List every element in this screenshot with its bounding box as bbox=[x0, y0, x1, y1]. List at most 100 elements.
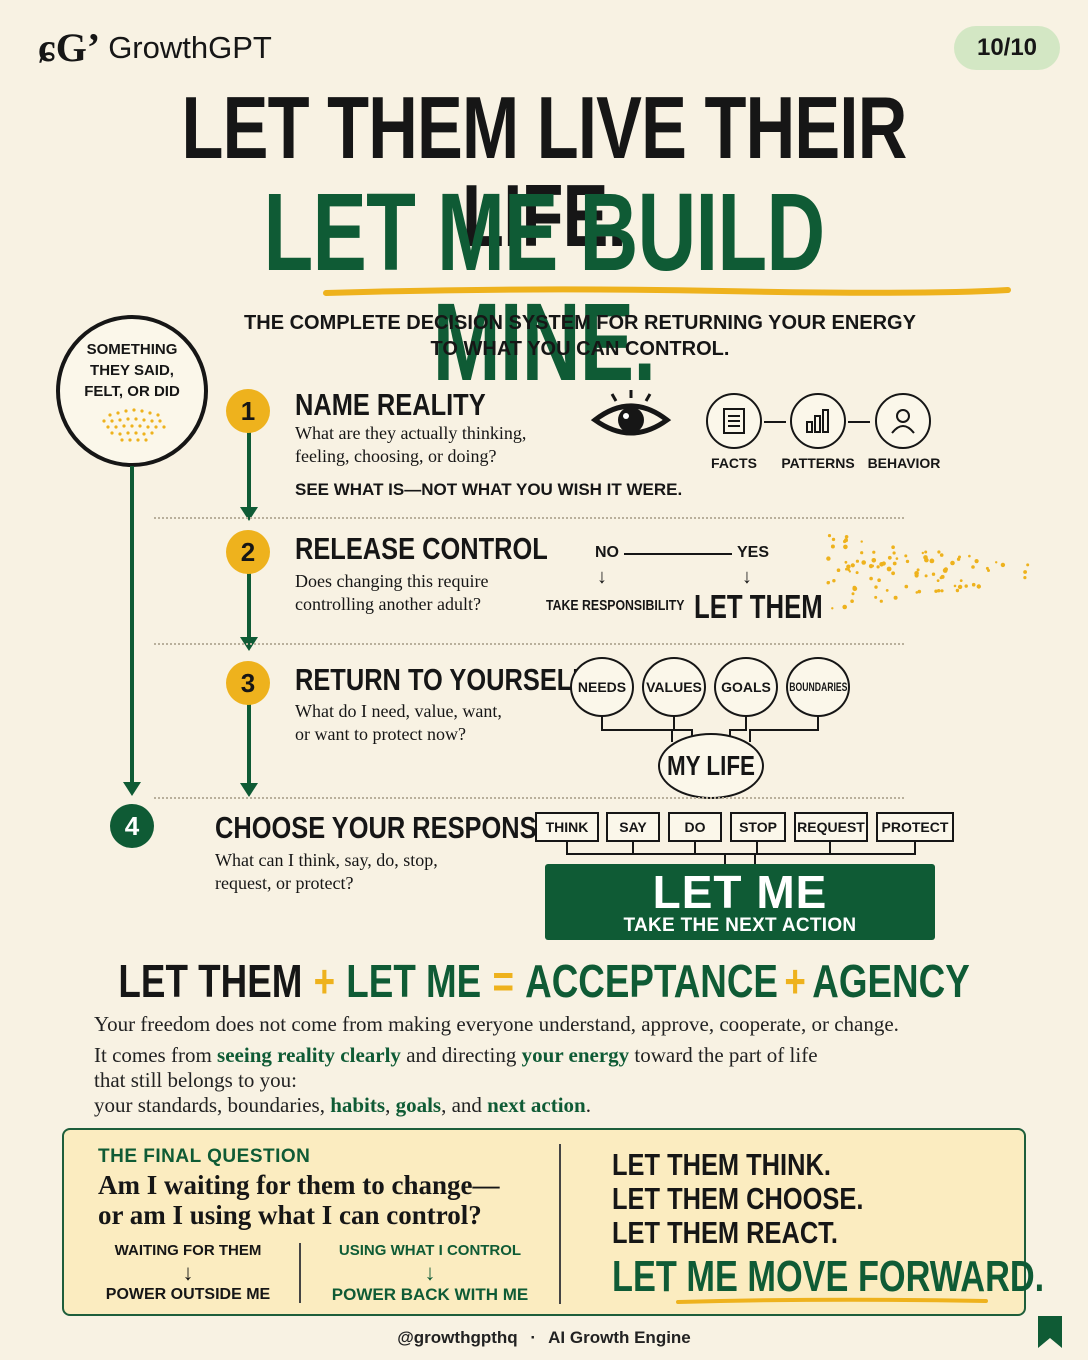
step-3-description: What do I need, value, want, or want to … bbox=[295, 700, 502, 746]
scatter-dot bbox=[847, 568, 850, 571]
my-life-bubble: MY LIFE bbox=[658, 733, 764, 799]
scatter-dot bbox=[936, 579, 940, 582]
scatter-dot bbox=[871, 558, 877, 563]
brand-logo[interactable]: ɕGʼ GrowthGPT bbox=[38, 28, 272, 68]
needs-bubble: NEEDS bbox=[570, 657, 634, 717]
final-question-label: THE FINAL QUESTION bbox=[98, 1146, 311, 1167]
step-2-heading: RELEASE CONTROL bbox=[295, 531, 548, 566]
scatter-dot bbox=[959, 579, 963, 582]
step-3-desc-line-1: What do I need, value, want, bbox=[295, 701, 502, 721]
step-3-connector-arrowhead bbox=[240, 783, 258, 797]
scatter-dot bbox=[832, 579, 836, 583]
scatter-dot bbox=[892, 561, 897, 566]
reality-paragraph: It comes from seeing reality clearly and… bbox=[94, 1043, 1054, 1118]
waiting-arrow-icon: ↓ bbox=[182, 1260, 194, 1285]
scatter-dot bbox=[985, 566, 989, 570]
scatter-dot bbox=[939, 576, 943, 580]
scatter-dot bbox=[995, 561, 998, 564]
values-bubble: VALUES bbox=[642, 657, 706, 717]
step-3-heading: RETURN TO YOURSELF bbox=[295, 662, 588, 697]
footer-handle[interactable]: @growthgpthq bbox=[397, 1328, 518, 1347]
scatter-dot bbox=[831, 607, 834, 610]
step-2-number: 2 bbox=[226, 530, 270, 574]
final-question-line-2: or am I using what I can control? bbox=[98, 1200, 482, 1230]
let-them-label: LET THEM bbox=[694, 588, 823, 625]
scatter-dot bbox=[971, 582, 976, 587]
let-me-subtitle: TAKE THE NEXT ACTION bbox=[623, 915, 857, 936]
bookmark-icon[interactable] bbox=[1036, 1314, 1064, 1350]
step-1-description: What are they actually thinking, feeling… bbox=[295, 422, 526, 468]
equation-acceptance: ACCEPTANCE bbox=[525, 955, 778, 1007]
equation-agency: AGENCY bbox=[812, 955, 970, 1007]
using-what-i-control-label: USING WHAT I CONTROL bbox=[338, 1242, 522, 1259]
subtitle-line-2: TO WHAT YOU CAN CONTROL. bbox=[430, 338, 730, 360]
scatter-dot bbox=[843, 539, 847, 544]
action-stop: STOP bbox=[730, 812, 786, 842]
trigger-line-3: FELT, OR DID bbox=[84, 383, 180, 400]
scatter-dot bbox=[850, 563, 855, 568]
subtitle: THE COMPLETE DECISION SYSTEM FOR RETURNI… bbox=[200, 310, 960, 362]
actions-connector-lines bbox=[566, 840, 916, 866]
plus-sign: + bbox=[784, 955, 806, 1007]
scatter-dot bbox=[976, 584, 981, 589]
action-say: SAY bbox=[606, 812, 660, 842]
let-me-result-box: LET ME TAKE THE NEXT ACTION bbox=[545, 864, 935, 940]
scatter-dot bbox=[921, 551, 924, 555]
eye-icon bbox=[590, 390, 672, 436]
scatter-dot bbox=[937, 550, 941, 554]
step-1-tagline: SEE WHAT IS—NOT WHAT YOU WISH IT WERE. bbox=[295, 480, 683, 499]
scatter-dot bbox=[826, 556, 831, 561]
step-3-desc-line-2: or want to protect now? bbox=[295, 724, 466, 744]
highlight-next-action: next action bbox=[487, 1093, 586, 1117]
yes-arrow-icon: ↓ bbox=[742, 566, 752, 588]
scatter-dot bbox=[844, 560, 848, 564]
scatter-dot bbox=[879, 599, 883, 603]
forward-underline-decoration bbox=[676, 1297, 988, 1304]
scatter-dot bbox=[895, 557, 899, 560]
scatter-dot bbox=[850, 599, 854, 603]
plus-sign: + bbox=[313, 955, 336, 1007]
trigger-line-1: SOMETHING bbox=[86, 341, 178, 358]
trigger-line-2: THEY SAID, bbox=[90, 362, 174, 379]
freedom-paragraph: Your freedom does not come from making e… bbox=[94, 1012, 899, 1036]
scatter-dot bbox=[861, 560, 866, 565]
equation-let-them: LET THEM bbox=[118, 955, 303, 1007]
title-line-2: LET ME BUILD MINE. bbox=[263, 171, 826, 404]
scatter-dot bbox=[942, 568, 948, 573]
scatter-dot bbox=[939, 553, 944, 557]
let-them-react: LET THEM REACT. bbox=[612, 1215, 838, 1250]
scatter-dot bbox=[872, 550, 876, 554]
step-4-heading: CHOOSE YOUR RESPONSE bbox=[215, 810, 554, 845]
scatter-dot bbox=[931, 572, 936, 576]
scatter-dot bbox=[877, 578, 881, 582]
scatter-dot bbox=[934, 589, 938, 593]
scatter-dot bbox=[836, 568, 841, 572]
reality-line: It comes from seeing reality clearly and… bbox=[94, 1043, 1054, 1068]
using-arrow-icon: ↓ bbox=[424, 1260, 436, 1285]
boundaries-label: BOUNDARIES bbox=[788, 680, 848, 694]
final-question-line-1: Am I waiting for them to change— bbox=[98, 1170, 500, 1200]
step-2-desc-line-1: Does changing this require bbox=[295, 571, 489, 591]
no-yes-connector bbox=[624, 553, 732, 555]
trigger-flow-line bbox=[130, 466, 134, 784]
scatter-dot bbox=[893, 595, 898, 600]
final-box-divider bbox=[559, 1144, 561, 1304]
step-1-desc-line-2: feeling, choosing, or doing? bbox=[295, 446, 497, 466]
action-do: DO bbox=[668, 812, 722, 842]
action-protect: PROTECT bbox=[876, 812, 954, 842]
scatter-dot bbox=[887, 555, 892, 560]
scatter-dot bbox=[1023, 576, 1027, 580]
text-span: , bbox=[385, 1093, 396, 1117]
take-responsibility-label: TAKE RESPONSIBILITY bbox=[546, 597, 685, 614]
step-divider bbox=[154, 797, 904, 799]
scatter-dot bbox=[1026, 563, 1030, 567]
dots-decoration-icon bbox=[102, 408, 166, 442]
goals-bubble: GOALS bbox=[714, 657, 778, 717]
text-span: your standards, boundaries, bbox=[94, 1093, 331, 1117]
let-them-think: LET THEM THINK. bbox=[612, 1147, 831, 1182]
power-outside-me-label: POWER OUTSIDE ME bbox=[105, 1286, 271, 1303]
scatter-dot bbox=[916, 568, 920, 572]
facts-label: FACTS bbox=[711, 455, 757, 471]
scatter-dot bbox=[886, 566, 892, 572]
let-me-move-forward: LET ME MOVE FORWARD. bbox=[612, 1252, 1045, 1301]
